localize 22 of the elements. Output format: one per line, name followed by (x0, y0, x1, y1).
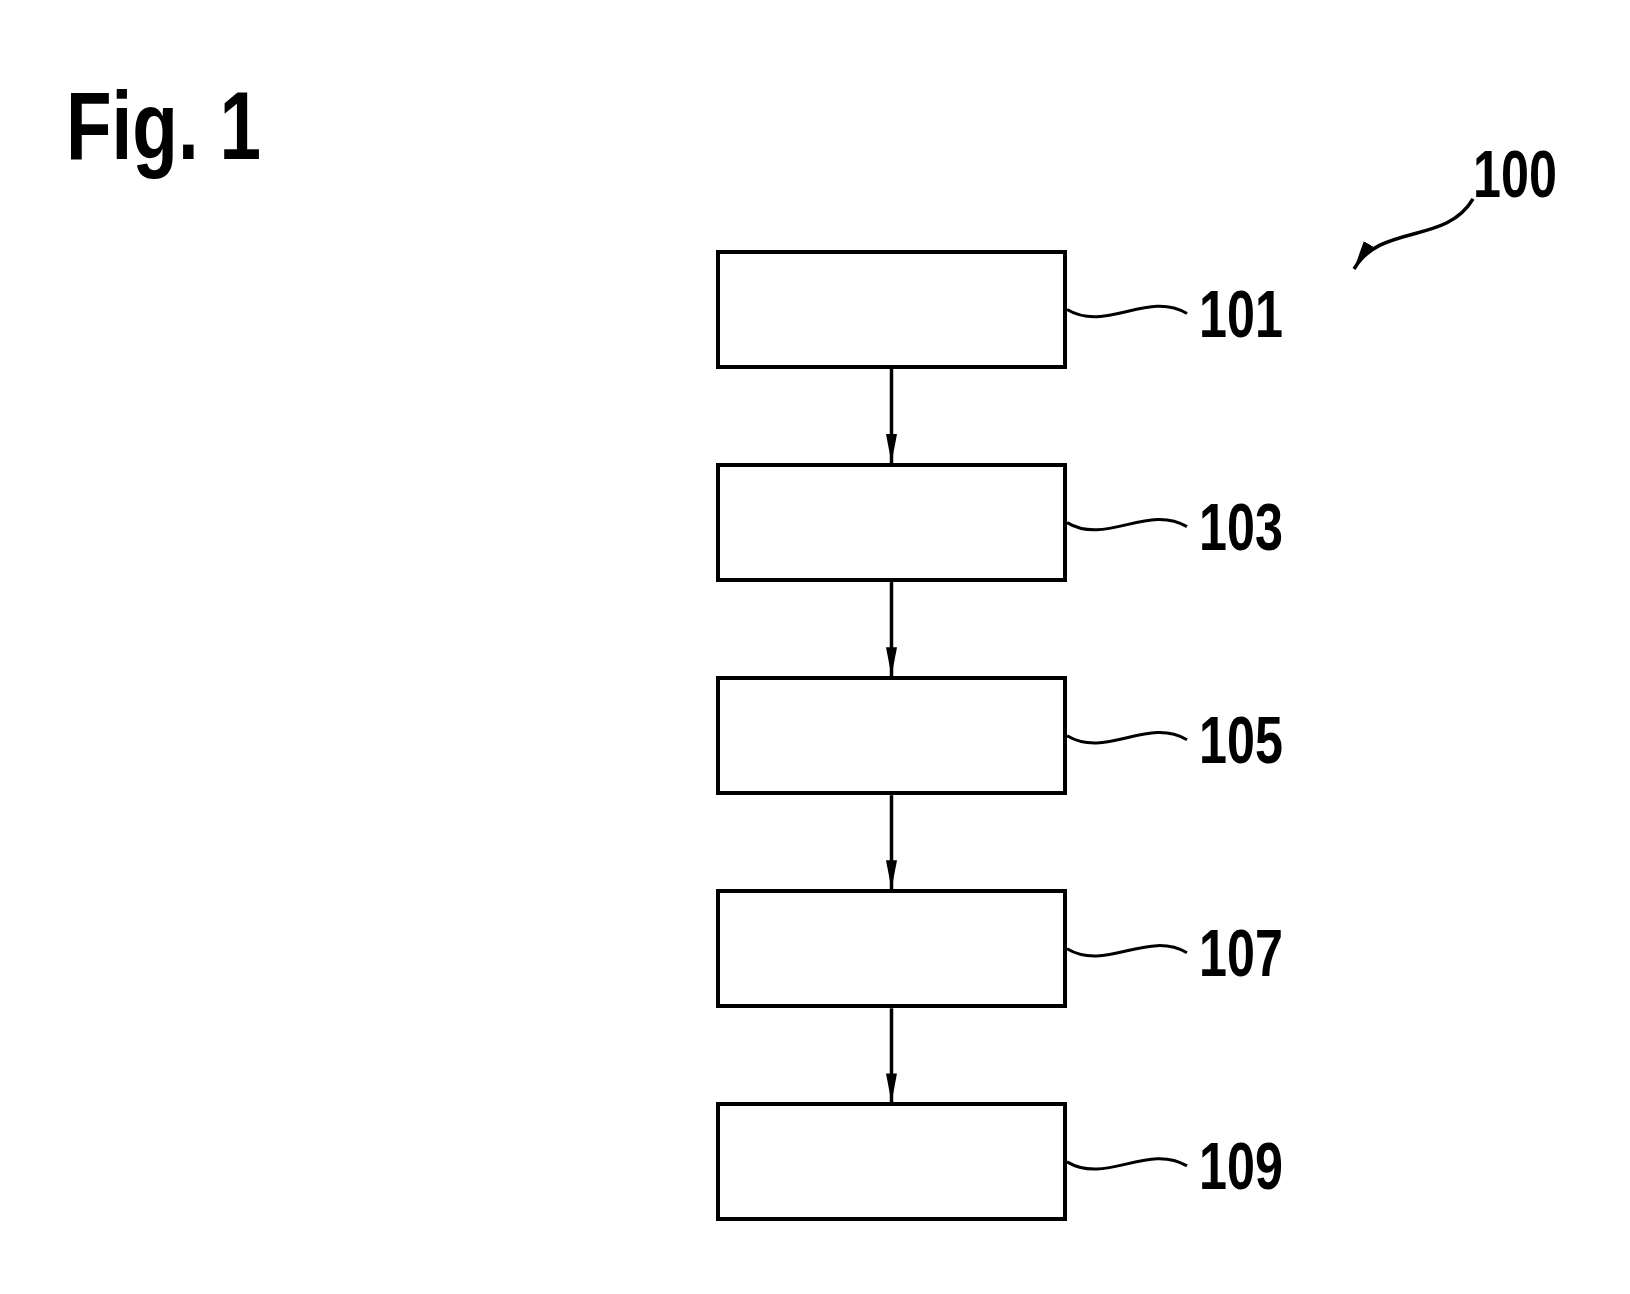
process-box (716, 676, 1067, 796)
arrow (886, 582, 897, 677)
leader-line (1066, 731, 1188, 745)
reference-numeral: 100 (1473, 135, 1557, 213)
process-box (716, 889, 1067, 1009)
leader-line (1066, 944, 1188, 958)
leader-line (1066, 1157, 1188, 1171)
process-box (716, 463, 1067, 583)
leader-line (1066, 304, 1188, 319)
reference-arrow (1352, 197, 1475, 271)
arrow (886, 369, 897, 464)
arrow (886, 795, 897, 890)
process-box (716, 250, 1067, 369)
reference-numeral: 107 (1187, 914, 1283, 992)
reference-numeral: 109 (1187, 1127, 1283, 1205)
arrow (886, 1008, 897, 1103)
figure-title: Fig. 1 (66, 70, 262, 182)
reference-numeral: 101 (1187, 275, 1283, 353)
process-box (716, 1102, 1067, 1222)
reference-numeral: 103 (1187, 488, 1283, 566)
reference-numeral: 105 (1187, 701, 1283, 779)
leader-line (1066, 518, 1188, 532)
